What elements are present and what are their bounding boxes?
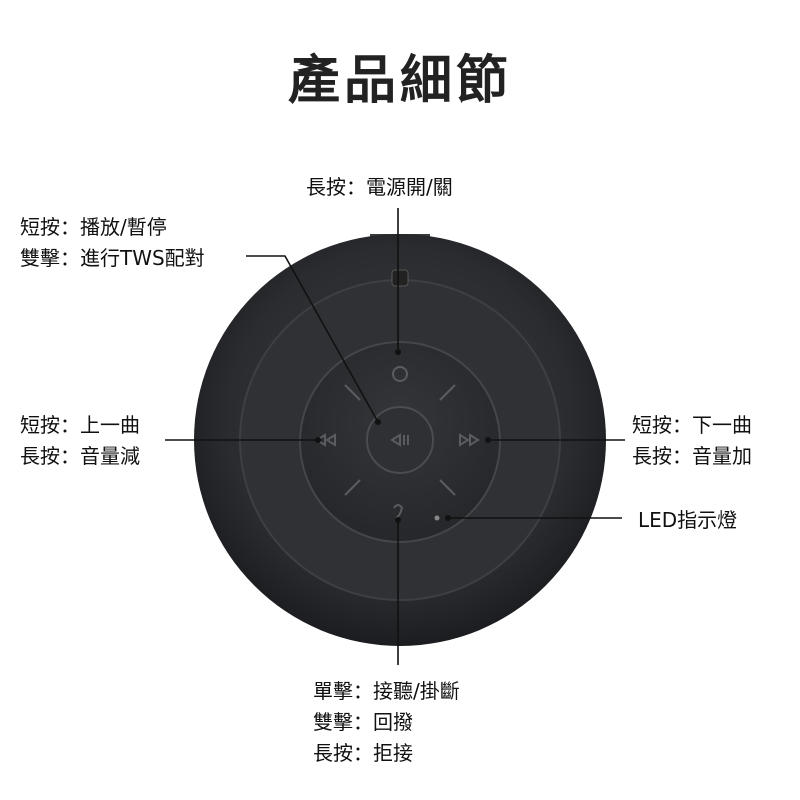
led-indicator — [434, 515, 440, 521]
play-label-line: 短按：播放/暫停 — [20, 215, 167, 239]
play-pause-icon — [390, 433, 409, 447]
call-label-line: 單擊：接聽/掛斷 — [313, 679, 460, 703]
call-label: 單擊：接聽/掛斷雙擊：回撥長按：拒接 — [313, 676, 460, 769]
next-label: 短按：下一曲長按：音量加 — [632, 410, 752, 472]
callout-lines — [165, 208, 625, 665]
next-icon — [459, 433, 480, 447]
phone-icon — [393, 504, 404, 519]
next-label-line: 長按：音量加 — [632, 444, 752, 468]
power-label: 長按：電源開/關 — [306, 172, 453, 203]
call-label-line: 雙擊：回撥 — [313, 710, 413, 734]
power-label-line: 長按：電源開/關 — [306, 175, 453, 199]
prev-label-line: 長按：音量減 — [20, 444, 140, 468]
power-icon — [392, 366, 408, 382]
play-label-line: 雙擊：進行TWS配對 — [20, 246, 205, 270]
led-label-line: LED指示燈 — [638, 508, 738, 532]
strap-hole — [391, 269, 409, 287]
prev-label: 短按：上一曲長按：音量減 — [20, 410, 140, 472]
call-label-line: 長按：拒接 — [313, 741, 413, 765]
page-title: 產品細節 — [287, 51, 512, 111]
led-label: LED指示燈 — [638, 505, 737, 536]
next-label-line: 短按：下一曲 — [632, 413, 752, 437]
previous-icon — [315, 433, 336, 447]
play-label: 短按：播放/暫停雙擊：進行TWS配對 — [20, 212, 205, 274]
prev-label-line: 短按：上一曲 — [20, 413, 140, 437]
